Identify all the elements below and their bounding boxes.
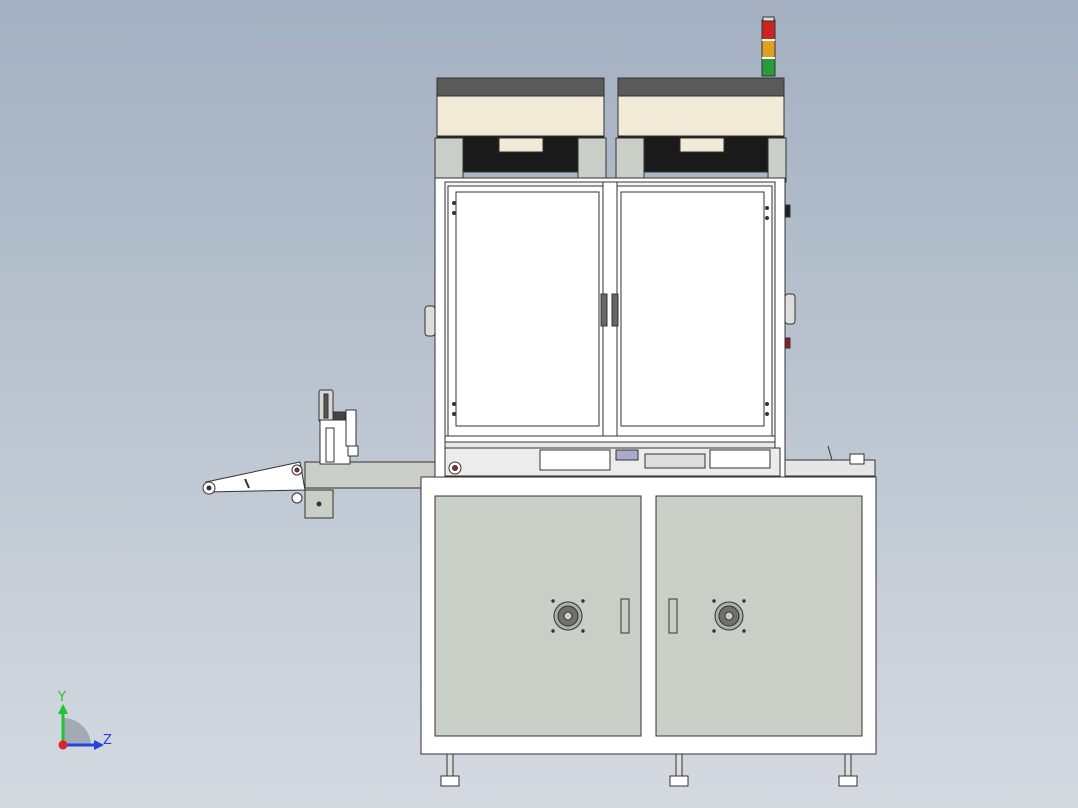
- leveling-feet: [440, 753, 858, 787]
- hopper-left: [434, 77, 607, 183]
- upper-guard-frame: [424, 177, 796, 479]
- lower-cabinet: [420, 476, 877, 755]
- coordinate-triad-icon: Y Z: [57, 690, 112, 750]
- left-actuator: [318, 389, 359, 465]
- z-axis-label: Z: [103, 733, 112, 748]
- fan-vent-icon: [712, 599, 746, 633]
- fan-vent-icon: [551, 599, 585, 633]
- hopper-right: [615, 77, 787, 183]
- left-conveyor: [202, 461, 436, 519]
- signal-tower-icon: [761, 16, 776, 77]
- mechanism-strip: [444, 445, 876, 477]
- y-axis-label: Y: [57, 690, 66, 705]
